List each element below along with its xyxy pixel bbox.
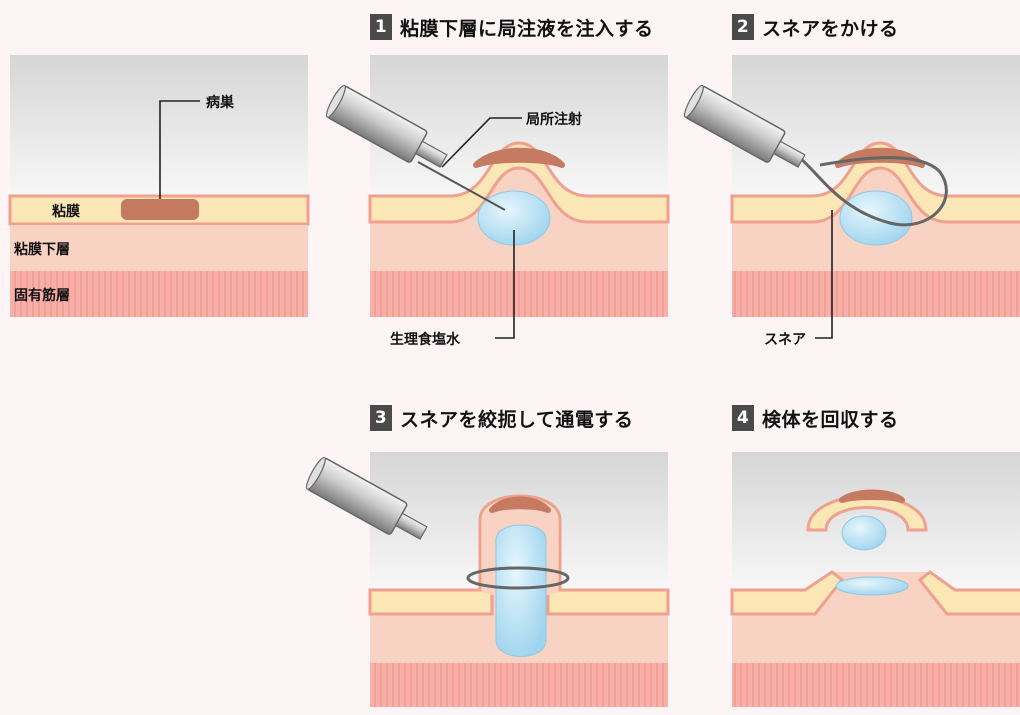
specimen	[806, 494, 928, 532]
step-4-title: 4 検体を回収する	[732, 403, 899, 433]
label-submucosa: 粘膜下層	[14, 242, 70, 258]
step-1-number: 1	[370, 14, 392, 40]
panel-step-3	[302, 452, 670, 707]
residual-saline	[835, 576, 909, 596]
label-muscularis: 固有筋層	[14, 288, 70, 304]
panel-overview	[8, 55, 310, 317]
snare-loop	[799, 156, 948, 227]
label-saline: 生理食塩水	[390, 332, 460, 348]
step-3-title: 3 スネアを絞扼して通電する	[370, 403, 633, 433]
label-local-injection: 局所注射	[526, 112, 582, 128]
step-4-text: 検体を回収する	[762, 408, 899, 431]
lesion-leader-line	[159, 100, 200, 199]
step-1-text: 粘膜下層に局注液を注入する	[400, 17, 654, 40]
label-snare: スネア	[764, 332, 806, 348]
label-mucosa: 粘膜	[52, 204, 80, 220]
label-lesion: 病巣	[206, 95, 234, 111]
step-2-number: 2	[732, 14, 754, 40]
step-4-number: 4	[732, 405, 754, 431]
step-3-number: 3	[370, 405, 392, 431]
lesion	[473, 147, 565, 168]
snare-loop-tightened	[466, 566, 570, 590]
panel-step-2	[680, 55, 1020, 339]
panel-step-1	[322, 55, 670, 339]
specimen-saline	[841, 515, 887, 551]
saline-column	[495, 524, 547, 657]
step-2-text: スネアをかける	[762, 17, 899, 40]
step-3-text: スネアを絞扼して通電する	[400, 408, 634, 431]
muscularis-layer	[10, 271, 308, 317]
lesion	[121, 199, 199, 220]
step-2-title: 2 スネアをかける	[732, 12, 899, 42]
needle	[417, 161, 506, 211]
step-1-title: 1 粘膜下層に局注液を注入する	[370, 12, 654, 42]
submucosa-layer	[10, 225, 308, 271]
panel-step-4	[730, 452, 1020, 707]
